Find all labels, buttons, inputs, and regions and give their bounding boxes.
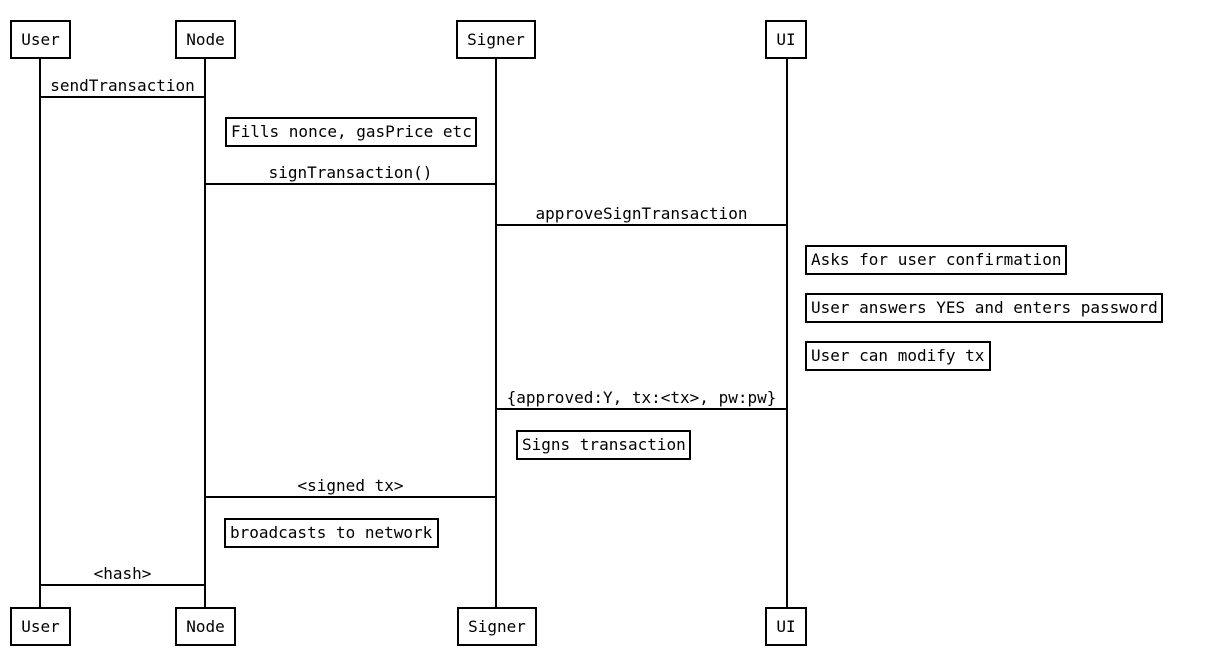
- message-line-sendtransaction: [40, 96, 205, 98]
- message-line-approvesigntransaction: [496, 224, 787, 226]
- note-fills-nonce: Fills nonce, gasPrice etc: [225, 117, 477, 147]
- message-label-approved-response: {approved:Y, tx:<tx>, pw:pw}: [506, 388, 777, 407]
- actor-label: Signer: [468, 617, 526, 636]
- note-asks-confirmation: Asks for user confirmation: [805, 245, 1067, 275]
- lifeline-node: [204, 59, 206, 607]
- note-signs-transaction: Signs transaction: [516, 430, 691, 460]
- actor-bottom-node: Node: [175, 607, 236, 646]
- actor-top-ui: UI: [765, 20, 807, 59]
- message-label-sendtransaction: sendTransaction: [50, 76, 195, 95]
- actor-label: Signer: [467, 30, 525, 49]
- actor-top-user: User: [10, 20, 71, 59]
- message-label-signed-tx: <signed tx>: [297, 476, 404, 495]
- message-label-approvesigntransaction: approveSignTransaction: [535, 204, 748, 223]
- actor-label: UI: [776, 617, 796, 636]
- message-label-hash: <hash>: [93, 564, 152, 583]
- actor-bottom-ui: UI: [765, 607, 807, 646]
- note-user-answers-yes: User answers YES and enters password: [805, 293, 1163, 323]
- actor-top-node: Node: [175, 20, 236, 59]
- message-line-signed-tx: [205, 496, 496, 498]
- lifeline-signer: [495, 59, 497, 607]
- actor-label: UI: [776, 30, 796, 49]
- lifeline-user: [39, 59, 41, 607]
- message-label-signtransaction: signTransaction(): [268, 163, 433, 182]
- actor-label: Node: [186, 30, 225, 49]
- message-line-approved-response: [496, 408, 787, 410]
- note-user-can-modify: User can modify tx: [805, 341, 991, 371]
- note-broadcasts: broadcasts to network: [224, 518, 439, 548]
- message-line-signtransaction: [205, 183, 496, 185]
- actor-bottom-signer: Signer: [457, 607, 537, 646]
- actor-top-signer: Signer: [456, 20, 536, 59]
- actor-label: User: [21, 617, 60, 636]
- actor-label: User: [21, 30, 60, 49]
- message-line-hash: [40, 584, 205, 586]
- lifeline-ui: [786, 59, 788, 607]
- actor-label: Node: [186, 617, 225, 636]
- actor-bottom-user: User: [10, 607, 71, 646]
